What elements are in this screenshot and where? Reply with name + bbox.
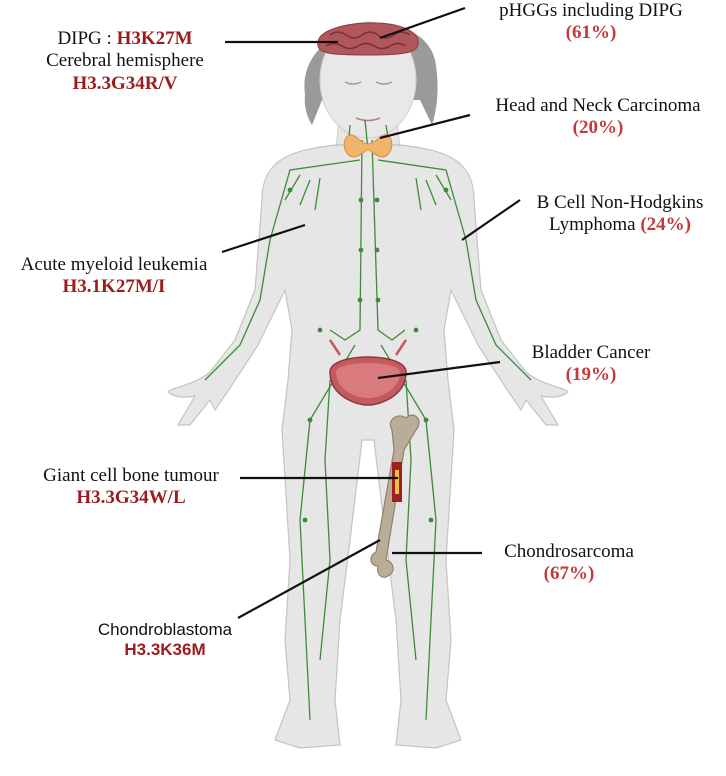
label-giant-cell: Giant cell bone tumour H3.3G34W/L [18,465,244,510]
aml-mutation: H3.1K27M/I [62,276,166,298]
phggs-label: pHGGs including DIPG [499,0,683,21]
label-chondrosarcoma: Chondrosarcoma (67%) [486,541,652,586]
label-phggs: pHGGs including DIPG (61%) [466,0,716,45]
bcell-line1: B Cell Non-Hodgkins [536,192,704,213]
aml-label: Acute myeloid leukemia [20,254,208,275]
cerebral-label: Cerebral hemisphere [46,50,204,72]
brain [317,22,419,56]
phggs-pct: (61%) [565,22,617,44]
bladder-label: Bladder Cancer [531,342,651,363]
lymphatic-vessels [204,119,532,721]
label-aml: Acute myeloid leukemia H3.1K27M/I [0,254,228,299]
giant-cell-label: Giant cell bone tumour [43,465,219,486]
label-bcell: B Cell Non-Hodgkins Lymphoma (24%) [520,192,720,237]
giant-cell-mutation: H3.3G34W/L [76,487,186,509]
label-chondroblastoma: Chondroblastoma H3.3K36M [80,620,250,660]
chondrosarcoma-pct: (67%) [543,563,595,585]
label-dipg: DIPG : H3K27M Cerebral hemisphere H3.3G3… [30,28,220,95]
bladder-pct: (19%) [565,364,617,386]
bcell-line2: Lymphoma [549,214,641,236]
head-neck-pct: (20%) [572,117,624,139]
callout-lines [221,6,521,619]
thyroid [343,134,393,158]
chondrosarcoma-label: Chondrosarcoma [504,541,634,562]
chondroblastoma-label: Chondroblastoma [97,620,233,639]
bcell-pct: (24%) [640,214,691,236]
femur-bone [370,414,420,578]
head-neck-label: Head and Neck Carcinoma [495,95,701,116]
dipg-mutation: H3K27M [116,28,193,49]
label-head-neck: Head and Neck Carcinoma (20%) [478,95,718,140]
cerebral-mutation: H3.3G34R/V [72,72,178,94]
lymph-nodes [287,187,449,523]
body-silhouette [167,144,569,749]
label-bladder: Bladder Cancer (19%) [502,342,680,387]
dipg-prefix: DIPG : [57,28,117,49]
chondroblastoma-mutation: H3.3K36M [124,640,206,660]
